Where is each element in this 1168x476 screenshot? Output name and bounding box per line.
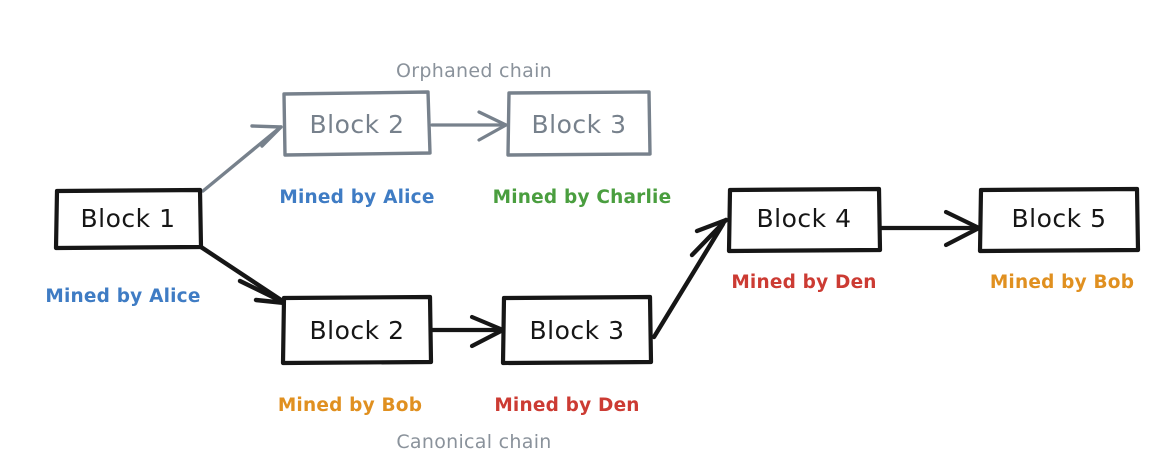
arrow-orphan-block2-to-orphan-block3	[430, 110, 508, 142]
arrow-block3-to-block4	[651, 217, 729, 340]
block-5-label: Block 5	[1012, 204, 1107, 233]
canonical-chain-caption: Canonical chain	[396, 431, 551, 453]
block-3-canonical: Block 3	[500, 294, 654, 366]
orphaned-chain-caption: Orphaned chain	[396, 60, 552, 82]
block-2-canonical-miner-label: Mined by Bob	[278, 395, 422, 416]
block-2-orphan-label: Block 2	[310, 110, 405, 139]
arrow-block1-to-block2	[198, 244, 288, 306]
block-3-orphan-miner-label: Mined by Charlie	[493, 187, 672, 208]
block-4-miner-label: Mined by Den	[731, 272, 876, 293]
block-4: Block 4	[726, 186, 883, 254]
block-5-miner-label: Mined by Bob	[990, 272, 1134, 293]
block-2-orphan-miner-label: Mined by Alice	[279, 187, 434, 208]
block-3-canonical-miner-label: Mined by Den	[494, 395, 639, 416]
block-1-label: Block 1	[81, 204, 176, 233]
block-3-orphan: Block 3	[506, 90, 652, 157]
arrow-block4-to-block5	[878, 209, 982, 248]
block-3-canonical-label: Block 3	[530, 316, 625, 345]
arrow-block1-to-orphan-block2	[201, 124, 283, 193]
block-3-orphan-label: Block 3	[532, 110, 627, 139]
block-4-label: Block 4	[757, 204, 852, 233]
block-1: Block 1	[53, 187, 204, 251]
block-2-orphan: Block 2	[282, 90, 432, 157]
arrow-block2-to-block3	[429, 314, 506, 349]
block-5: Block 5	[977, 186, 1141, 254]
block-1-miner-label: Mined by Alice	[45, 286, 200, 307]
block-2-canonical: Block 2	[280, 294, 434, 366]
block-2-canonical-label: Block 2	[310, 316, 405, 345]
